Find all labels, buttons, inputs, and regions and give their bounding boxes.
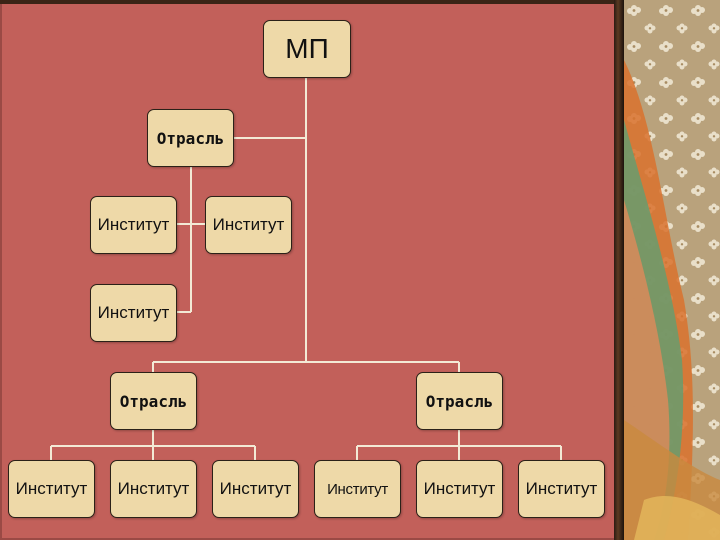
branch-node-2: Отрасль — [110, 372, 197, 430]
institute-node-2-1: Институт — [8, 460, 95, 518]
connector-lines — [50, 78, 562, 460]
institute-node-2-2: Институт — [110, 460, 197, 518]
institute-node-2-3: Институт — [212, 460, 299, 518]
slide-right-border — [614, 0, 624, 540]
slide-top-border — [0, 0, 622, 4]
institute-node-3-3: Институт — [518, 460, 605, 518]
floral-pattern-icon — [624, 0, 720, 540]
branch-node-1: Отрасль — [147, 109, 234, 167]
institute-node-1-2: Институт — [205, 196, 292, 254]
institute-node-1-1: Институт — [90, 196, 177, 254]
branch-node-3: Отрасль — [416, 372, 503, 430]
institute-node-3-1: Институт — [314, 460, 401, 518]
decorative-floral-strip — [624, 0, 720, 540]
root-node: МП — [263, 20, 351, 78]
slide-canvas — [0, 0, 622, 540]
institute-node-3-2: Институт — [416, 460, 503, 518]
institute-node-1-3: Институт — [90, 284, 177, 342]
